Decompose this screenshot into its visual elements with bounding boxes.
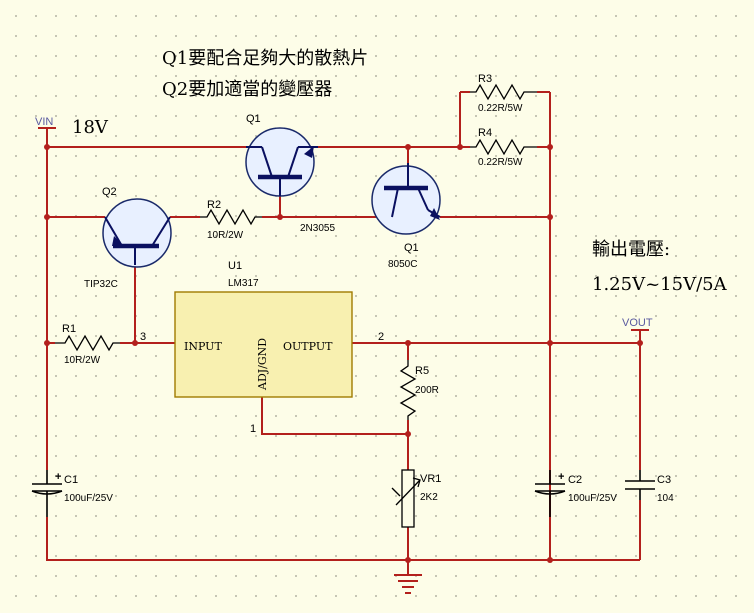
svg-text:+: +: [55, 471, 61, 483]
c2-ref: C2: [568, 474, 582, 486]
wire-adj: [261, 397, 408, 435]
q1-top-part: 2N3055: [300, 223, 335, 234]
regulator-u1-lm317: U1 LM317 INPUT OUTPUT ADJ/GND 3 2 1: [140, 260, 384, 435]
resistor-r2: R2 10R/2W: [200, 199, 262, 241]
vin-value: 18V: [72, 117, 109, 138]
vin-port: VIN 18V: [35, 116, 109, 138]
junctions: [44, 144, 643, 563]
c1-value: 100uF/25V: [64, 493, 113, 504]
capacitor-c2: + C2 100uF/25V: [534, 470, 617, 517]
u1-pin-num-output: 2: [378, 331, 384, 343]
resistor-r4: R4 0.22R/5W: [470, 127, 537, 168]
r3-value: 0.22R/5W: [478, 103, 523, 114]
u1-pin-num-input: 3: [140, 331, 146, 343]
svg-text:+: +: [558, 471, 564, 483]
r2-ref: R2: [207, 199, 221, 211]
wires: [46, 91, 641, 575]
transistor-q1-2n3055: Q1 2N3055: [245, 113, 335, 234]
c1-ref: C1: [64, 474, 78, 486]
q1-top-ref: Q1: [246, 113, 261, 125]
potentiometer-vr1: VR1 2K2: [391, 469, 441, 528]
c2-value: 100uF/25V: [568, 493, 617, 504]
vr1-value: 2K2: [420, 492, 438, 503]
u1-pin-num-adj: 1: [250, 423, 256, 435]
r5-ref: R5: [415, 365, 429, 377]
note-transformer: Q2要加適當的變壓器: [162, 79, 332, 100]
wire-ground-rail: [46, 517, 640, 561]
u1-pin-adj: ADJ/GND: [256, 338, 269, 391]
resistor-r5: R5 200R: [399, 360, 439, 420]
resistor-r1: R1 10R/2W: [55, 323, 120, 366]
note-heatsink: Q1要配合足夠大的散熱片: [162, 48, 368, 69]
capacitor-c1: + C1 100uF/25V: [31, 470, 113, 517]
r3-ref: R3: [478, 73, 492, 85]
vr1-ref: VR1: [420, 473, 441, 485]
u1-pin-output: OUTPUT: [283, 340, 333, 353]
r5-value: 200R: [415, 385, 439, 396]
u1-part: LM317: [228, 278, 259, 289]
u1-ref: U1: [228, 260, 242, 272]
r4-value: 0.22R/5W: [478, 157, 523, 168]
q1-right-part: 8050C: [388, 259, 417, 270]
c3-ref: C3: [657, 474, 671, 486]
output-range: 1.25V~15V/5A: [592, 274, 728, 295]
r4-ref: R4: [478, 127, 492, 139]
ground-symbol: [394, 574, 422, 594]
u1-pin-input: INPUT: [184, 340, 222, 353]
q2-ref: Q2: [102, 186, 117, 198]
transistor-q1-8050c: Q1 8050C: [371, 163, 441, 270]
r1-value: 10R/2W: [64, 355, 101, 366]
vout-label: VOUT: [622, 317, 653, 329]
vout-port: VOUT: [622, 317, 653, 343]
capacitor-c3: C3 104: [625, 470, 674, 504]
output-title: 輸出電壓:: [592, 239, 670, 260]
r2-value: 10R/2W: [207, 230, 244, 241]
transistor-q2-tip32c: Q2 TIP32C: [84, 186, 172, 290]
q2-part: TIP32C: [84, 279, 118, 290]
c3-value: 104: [657, 493, 674, 504]
r1-ref: R1: [62, 323, 76, 335]
vin-label: VIN: [35, 116, 53, 128]
wire-vin-left: [46, 147, 55, 344]
resistor-r3: R3 0.22R/5W: [470, 73, 537, 114]
q1-right-ref: Q1: [404, 242, 419, 254]
